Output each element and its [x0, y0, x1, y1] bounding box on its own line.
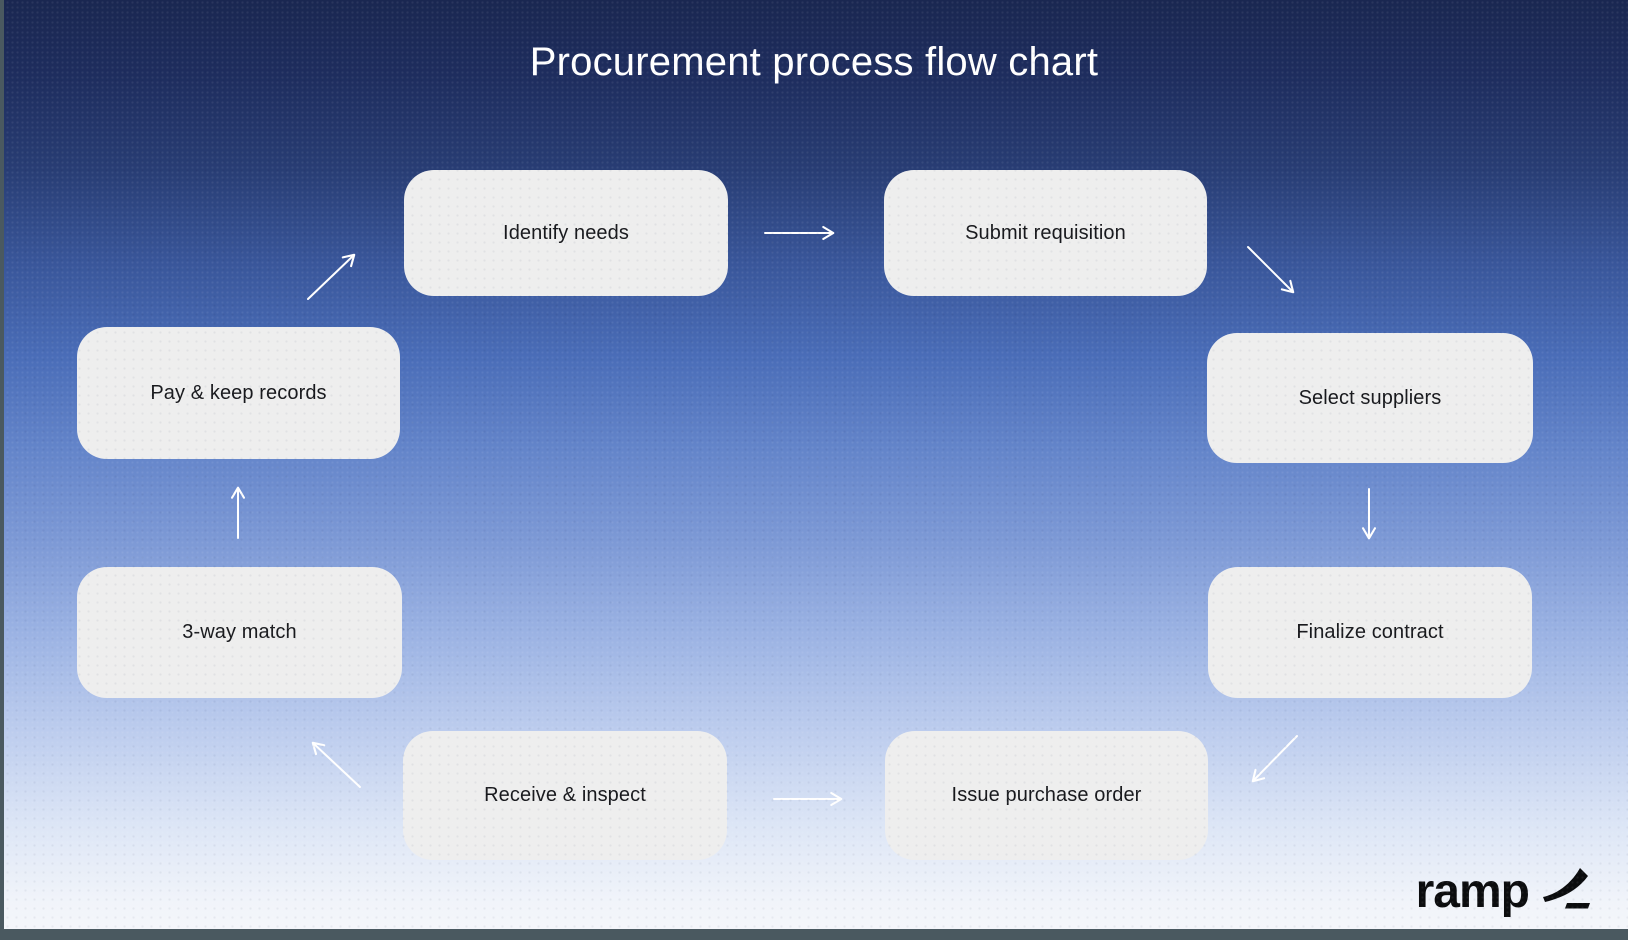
flow-node-finalize-contract: Finalize contract [1208, 567, 1532, 698]
arrow-pay-to-identify [307, 253, 356, 300]
flow-node-three-way-match: 3-way match [77, 567, 402, 698]
node-label-three-way-match: 3-way match [182, 621, 297, 643]
node-label-submit-requisition: Submit requisition [965, 221, 1126, 244]
node-label-finalize-contract: Finalize contract [1296, 621, 1444, 643]
node-label-select-suppliers: Select suppliers [1298, 386, 1442, 409]
arrow-receive-to-threeway [311, 741, 361, 788]
flow-node-receive-inspect: Receive & inspect [403, 731, 727, 860]
flow-node-submit-requisition: Submit requisition [884, 170, 1207, 296]
ramp-swoosh-icon [1543, 868, 1590, 909]
ramp-logo: ramp [1415, 864, 1594, 918]
arrow-finalize-to-issue [1251, 735, 1298, 783]
frame-band-left [0, 0, 4, 940]
flow-node-pay-keep-records: Pay & keep records [77, 327, 400, 459]
node-label-identify-needs: Identify needs [503, 221, 629, 244]
flow-node-identify-needs: Identify needs [404, 170, 728, 296]
ramp-logo-text: ramp [1415, 864, 1530, 918]
arrow-submit-to-select [1247, 246, 1295, 294]
frame-band-bottom [0, 929, 1628, 940]
node-label-pay-keep-records: Pay & keep records [150, 381, 327, 404]
node-label-issue-purchase-order: Issue purchase order [951, 784, 1142, 806]
flow-node-select-suppliers: Select suppliers [1207, 333, 1533, 463]
node-label-receive-inspect: Receive & inspect [484, 784, 646, 806]
chart-title: Procurement process flow chart [529, 40, 1099, 84]
flow-node-issue-purchase-order: Issue purchase order [885, 731, 1208, 860]
